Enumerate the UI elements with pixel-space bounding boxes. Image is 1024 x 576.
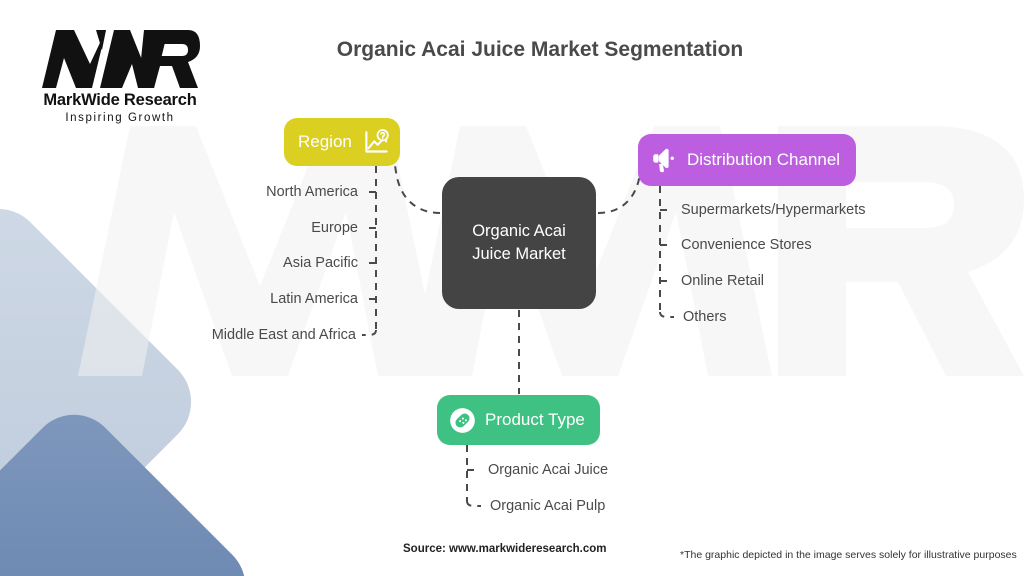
leaf-distribution-0: Supermarkets/Hypermarkets bbox=[681, 202, 866, 218]
decorative-square-dark bbox=[0, 396, 264, 576]
leaf-product-0: Organic Acai Juice bbox=[488, 462, 609, 478]
capsule-icon bbox=[448, 406, 477, 435]
decorative-square-light bbox=[0, 189, 211, 576]
branch-node-distribution-channel[interactable]: Distribution Channel bbox=[638, 134, 856, 186]
branch-node-region[interactable]: Region bbox=[284, 118, 400, 166]
megaphone-icon bbox=[649, 145, 679, 175]
leaf-region-1: Europe bbox=[311, 220, 358, 236]
leaf-region-4: Middle East and Africa bbox=[211, 327, 356, 343]
logo-company-name: MarkWide Research bbox=[43, 91, 197, 109]
leaf-distribution-3: Others bbox=[683, 309, 727, 325]
leaf-distribution-2: Online Retail bbox=[681, 273, 765, 289]
connector-distribution-leaf-3 bbox=[659, 311, 674, 318]
logo-tagline: Inspiring Growth bbox=[65, 112, 175, 124]
center-node-line-2: Juice Market bbox=[472, 245, 566, 263]
leaf-product-1: Organic Acai Pulp bbox=[490, 498, 606, 514]
leaf-region-2: Asia Pacific bbox=[283, 255, 358, 271]
chart-question-icon bbox=[363, 128, 390, 156]
leaf-region-0: North America bbox=[266, 184, 358, 200]
leaf-distribution-1: Convenience Stores bbox=[681, 237, 812, 253]
branch-node-product-type[interactable]: Product Type bbox=[437, 395, 600, 445]
brand-logo: MarkWide Research Inspiring Growth bbox=[20, 28, 220, 124]
branch-label-distribution-channel: Distribution Channel bbox=[687, 150, 841, 169]
connector-region-leaf-4 bbox=[362, 329, 377, 336]
branch-label-product-type: Product Type bbox=[485, 410, 585, 429]
mwr-logo-mark bbox=[42, 30, 200, 88]
source-attribution: Source: www.markwideresearch.com bbox=[403, 543, 607, 555]
branch-label-region: Region bbox=[298, 132, 352, 151]
leaf-region-3: Latin America bbox=[270, 291, 358, 307]
disclaimer-note: *The graphic depicted in the image serve… bbox=[680, 549, 1017, 561]
connector-product-leaf-1 bbox=[466, 500, 481, 507]
center-node-line-1: Organic Acai bbox=[472, 222, 566, 240]
center-node[interactable]: Organic Acai Juice Market bbox=[442, 177, 596, 309]
page-title: Organic Acai Juice Market Segmentation bbox=[336, 38, 744, 61]
